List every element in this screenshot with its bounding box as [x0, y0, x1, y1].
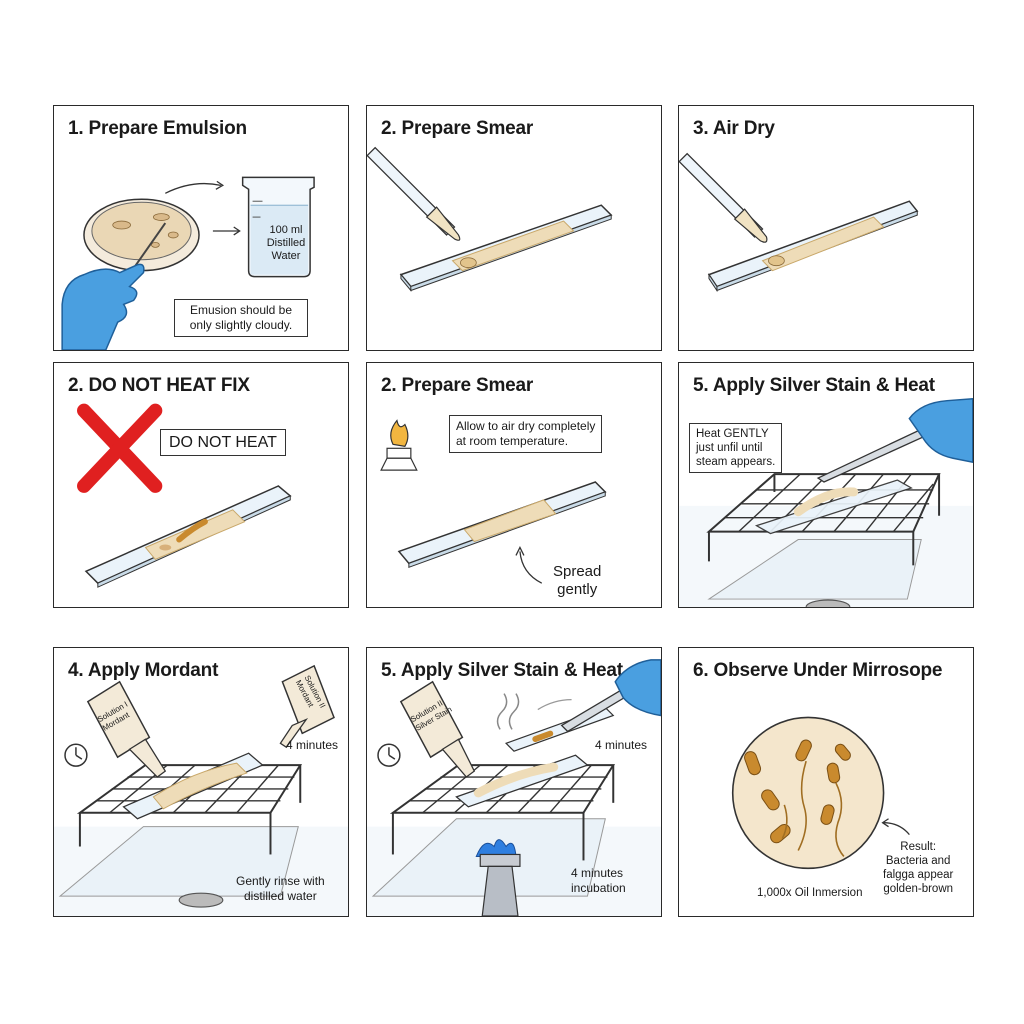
- red-cross-icon: [77, 403, 163, 493]
- note-line: at room temperature.: [456, 434, 569, 448]
- arrow: [519, 551, 543, 584]
- result-line: falgga appear: [883, 869, 954, 881]
- note-line: Allow to air dry completely: [456, 419, 596, 433]
- incubation-note: 4 minutes incubation: [571, 866, 626, 896]
- note-line: Heat GENTLY: [696, 428, 769, 440]
- heat-note: Heat GENTLY just unfil until steam appea…: [689, 423, 783, 473]
- heat-rack-illustration: [679, 397, 973, 607]
- note-line: Gently rinse with: [236, 874, 325, 888]
- note-line: just unfil until: [696, 442, 763, 454]
- glass-slide: [455, 754, 589, 808]
- panel-title: 2. Prepare Smear: [381, 118, 534, 139]
- glove-hand: [61, 263, 145, 350]
- note-line: incubation: [571, 881, 626, 895]
- drain: [805, 599, 851, 607]
- note-line: steam appears.: [696, 456, 776, 468]
- panel-silver-stain-heat-2: 5. Apply Silver Stain & Heat: [366, 647, 662, 917]
- do-not-heat-illustration: [77, 403, 292, 588]
- smear-spread-illustration: [380, 419, 607, 584]
- panel-title: 1. Prepare Emulsion: [68, 118, 247, 139]
- silver-stain-illustration: [367, 659, 661, 916]
- note-line: 4 minutes: [571, 866, 624, 880]
- wire-rack: [389, 764, 616, 861]
- warning-label: DO NOT HEAT: [160, 429, 286, 456]
- callout-line: gently: [557, 581, 598, 598]
- steam-icon: [496, 693, 520, 730]
- panel-do-not-heat-fix: 2. DO NOT HEAT FIX DO NOT HEAT: [53, 362, 349, 608]
- arrow: [537, 698, 572, 711]
- bacteria: [744, 739, 851, 844]
- burner-flame-icon: [380, 419, 418, 471]
- callout-line: Spread: [553, 563, 602, 580]
- result-note: Result: Bacteria and falgga appear golde…: [883, 840, 953, 896]
- air-dry-note: Allow to air dry completely at room temp…: [449, 415, 603, 453]
- smear-area: [144, 509, 246, 560]
- note-line: distilled water: [244, 889, 317, 903]
- panel-title: 3. Air Dry: [693, 118, 775, 139]
- smear-area: [761, 216, 885, 272]
- emulsion-note: Emusion should be only slightly cloudy.: [174, 299, 308, 337]
- time-label: 4 minutes: [286, 738, 339, 752]
- beaker-label-line: Water: [271, 250, 301, 262]
- panel-prepare-smear: 2. Prepare Smear: [366, 105, 662, 351]
- colony: [167, 231, 179, 239]
- timer-icon: [64, 743, 88, 767]
- smear-area: [451, 220, 575, 272]
- colony: [152, 213, 170, 221]
- panel-silver-stain-heat: 5. Apply Silver Stain & Heat Heat: [678, 362, 974, 608]
- glove-hand: [614, 659, 661, 717]
- bunsen-burner-icon: [475, 839, 521, 916]
- panel-title: 5. Apply Silver Stain & Heat: [693, 375, 935, 396]
- beaker-label-line: 100 ml: [269, 224, 303, 236]
- panel-observe-microscope: 6. Observe Under Mirrosope 1,000x Oil In…: [678, 647, 974, 917]
- colony: [151, 241, 160, 248]
- panel-title: 2. Prepare Smear: [381, 375, 534, 396]
- result-line: golden-brown: [883, 883, 954, 895]
- smear-area: [152, 762, 248, 810]
- note-line: only slightly cloudy.: [189, 318, 293, 332]
- emulsion-illustration: [61, 176, 315, 350]
- magnification-label: 1,000x Oil Inmersion: [757, 887, 863, 899]
- dropper-bottle-right: [279, 664, 335, 749]
- wire-rack: [76, 764, 303, 855]
- panel-title: 4. Apply Mordant: [68, 660, 219, 681]
- dropper-bottle: [399, 680, 476, 778]
- air-dry-illustration: [679, 152, 919, 293]
- drain: [178, 892, 224, 908]
- timer-icon: [377, 743, 401, 767]
- dropper-bottle-left: [86, 680, 167, 778]
- arrow: [165, 182, 221, 194]
- microscope-view-illustration: [731, 716, 910, 870]
- mordant-illustration: [54, 664, 348, 916]
- smear-area: [463, 499, 557, 543]
- rinse-note: Gently rinse with distilled water: [236, 874, 325, 904]
- time-label: 4 minutes: [595, 738, 648, 752]
- wire-rack: [706, 473, 941, 566]
- note-line: Emusion should be: [189, 303, 293, 317]
- panel-apply-mordant: 4. Apply Mordant: [53, 647, 349, 917]
- panel-prepare-emulsion: 1. Prepare Emulsion 100 ml Distilled Wat…: [53, 105, 349, 351]
- panel-prepare-smear-2: 2. Prepare Smear Allow to air dry comple…: [366, 362, 662, 608]
- smear-illustration: [367, 146, 613, 292]
- panel-title: 2. DO NOT HEAT FIX: [68, 375, 250, 396]
- panel-title: 5. Apply Silver Stain & Heat: [381, 660, 623, 681]
- arrow: [883, 822, 910, 836]
- panel-air-dry: 3. Air Dry: [678, 105, 974, 351]
- result-line: Bacteria and: [885, 855, 951, 867]
- spread-callout: Spread gently: [553, 563, 601, 599]
- glove-hand: [908, 397, 973, 463]
- beaker-label-line: Distilled: [266, 237, 306, 249]
- flagella: [781, 760, 845, 857]
- result-line: Result:: [900, 841, 937, 853]
- colony: [112, 220, 131, 230]
- beaker-label: 100 ml Distilled Water: [261, 224, 311, 263]
- panel-title: 6. Observe Under Mirrosope: [693, 660, 943, 681]
